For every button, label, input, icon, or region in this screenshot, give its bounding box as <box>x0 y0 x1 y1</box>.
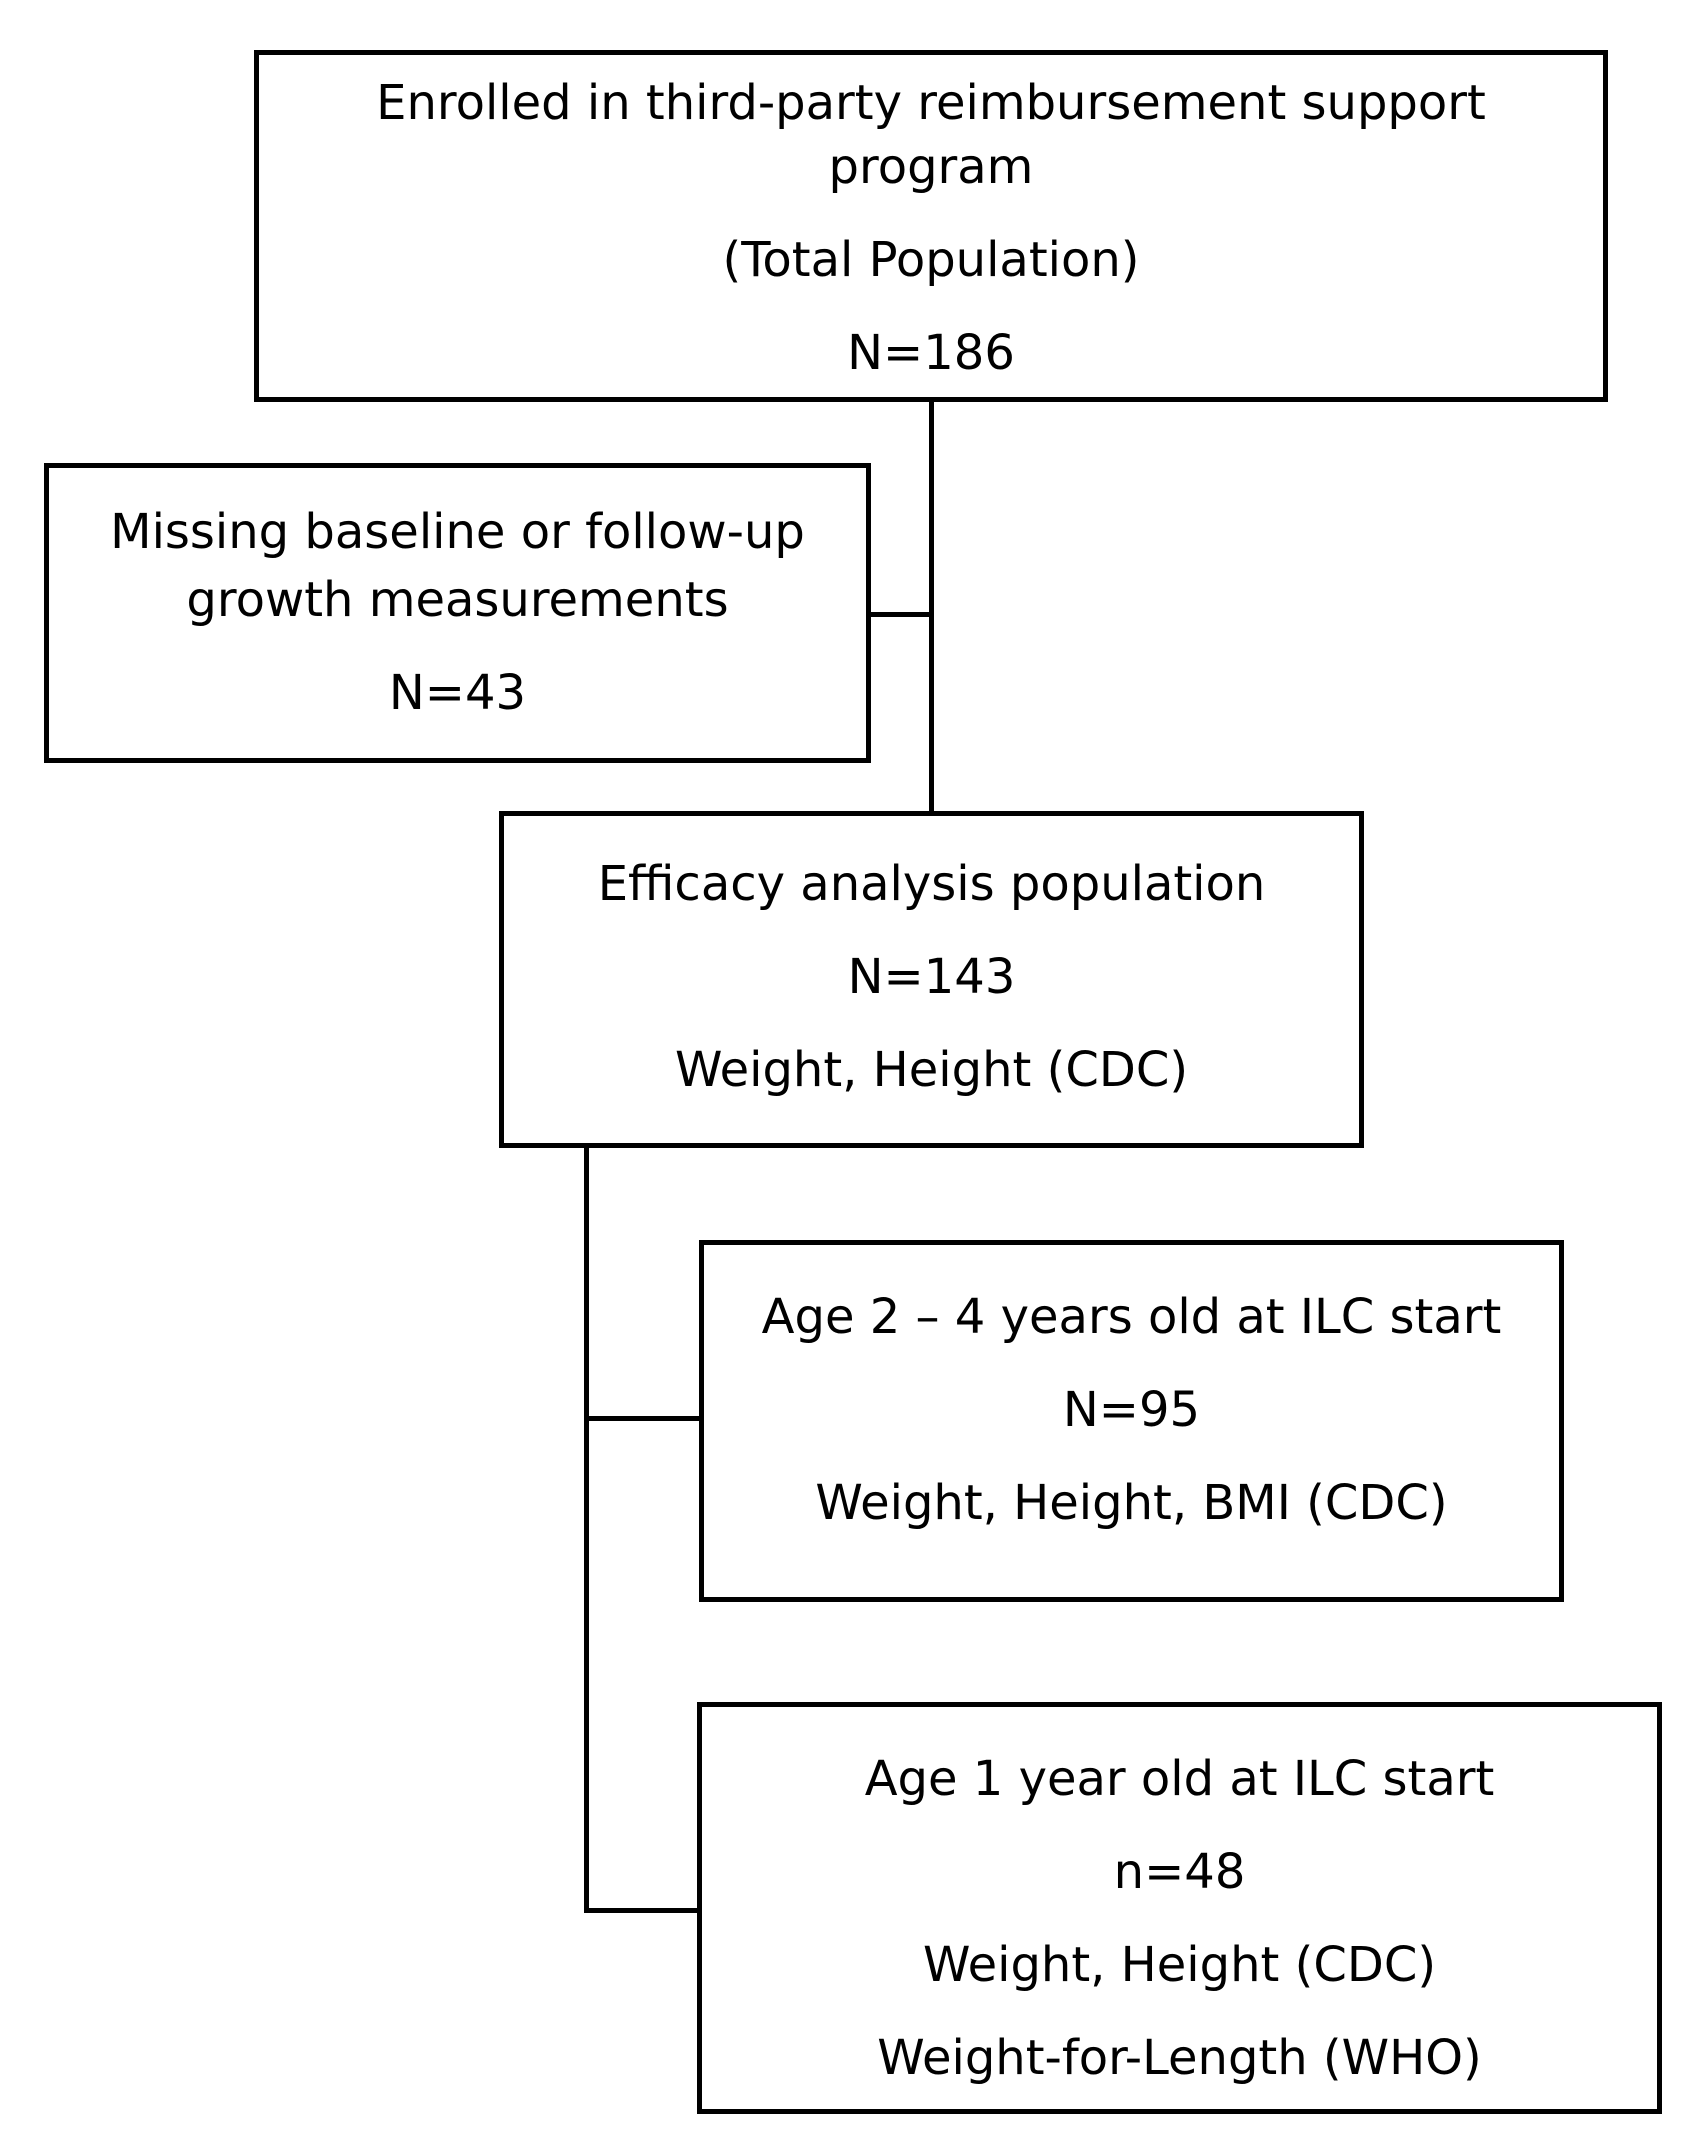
connector-to-age-1 <box>584 1908 700 1913</box>
connector-total-to-efficacy <box>929 400 934 813</box>
excluded-box: Missing baseline or follow-up growth mea… <box>44 463 871 763</box>
total-population-box: Enrolled in third-party reimbursement su… <box>254 50 1608 402</box>
connector-to-age-2-4 <box>584 1416 702 1421</box>
excluded-reason-line2: growth measurements <box>186 572 729 628</box>
age-1-box: Age 1 year old at ILC start n=48 Weight,… <box>697 1702 1662 2114</box>
efficacy-population-box: Efficacy analysis population N=143 Weigh… <box>499 811 1364 1148</box>
connector-efficacy-trunk <box>584 1146 589 1913</box>
total-population-title-line1: Enrolled in third-party reimbursement su… <box>376 75 1486 131</box>
excluded-count: N=43 <box>388 665 527 721</box>
efficacy-population-title: Efficacy analysis population <box>597 856 1266 912</box>
excluded-reason-line1: Missing baseline or follow-up <box>110 504 805 560</box>
age-1-measures: Weight, Height (CDC) <box>922 1937 1437 1993</box>
age-1-measures-who: Weight-for-Length (WHO) <box>877 2030 1482 2086</box>
total-population-count: N=186 <box>847 325 1015 381</box>
total-population-subtitle: (Total Population) <box>722 232 1140 288</box>
efficacy-population-measures: Weight, Height (CDC) <box>674 1042 1189 1098</box>
connector-to-excluded <box>869 612 932 617</box>
age-2-4-measures: Weight, Height, BMI (CDC) <box>815 1475 1448 1531</box>
age-2-4-box: Age 2 – 4 years old at ILC start N=95 We… <box>699 1240 1564 1602</box>
age-2-4-title: Age 2 – 4 years old at ILC start <box>761 1289 1502 1345</box>
age-1-count: n=48 <box>1113 1844 1246 1900</box>
age-2-4-count: N=95 <box>1062 1382 1201 1438</box>
age-1-title: Age 1 year old at ILC start <box>864 1751 1495 1807</box>
total-population-title-line2: program <box>828 139 1034 195</box>
efficacy-population-count: N=143 <box>847 949 1016 1005</box>
